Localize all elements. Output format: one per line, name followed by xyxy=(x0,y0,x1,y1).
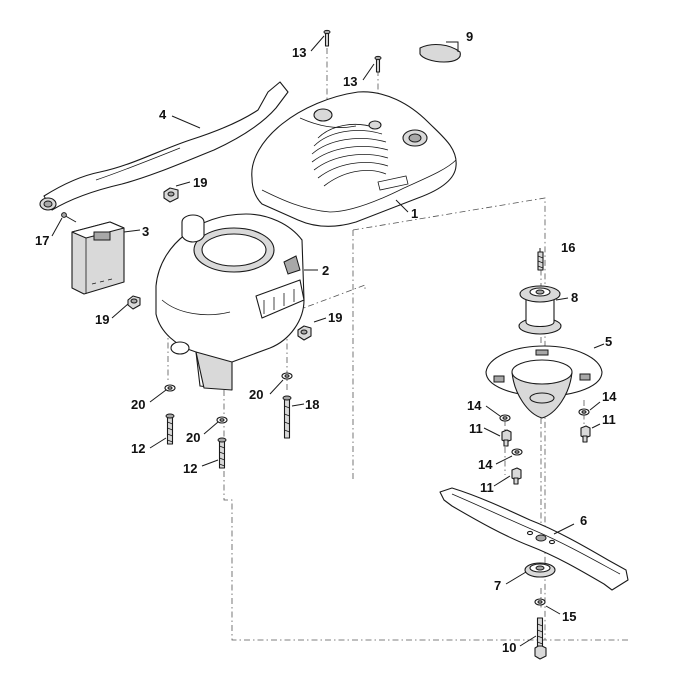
callout-17: 17 xyxy=(35,233,49,248)
callout-6: 6 xyxy=(580,513,587,528)
blade-washer-part-7 xyxy=(524,562,556,578)
callout-14: 14 xyxy=(478,457,493,472)
callout-14: 14 xyxy=(467,398,482,413)
screw-part-11c xyxy=(511,467,522,485)
callout-12: 12 xyxy=(183,461,197,476)
callout-14: 14 xyxy=(602,389,617,404)
callout-19: 19 xyxy=(193,175,207,190)
callout-15: 15 xyxy=(562,609,576,624)
bolt-part-10 xyxy=(534,617,547,660)
callout-11: 11 xyxy=(602,412,616,427)
callout-20: 20 xyxy=(249,387,263,402)
washer-part-14c xyxy=(511,448,523,456)
callout-19: 19 xyxy=(328,310,342,325)
screw-part-11a xyxy=(501,429,512,447)
washer-part-14b xyxy=(578,408,590,416)
callout-13: 13 xyxy=(292,45,306,60)
blade-part-6 xyxy=(439,487,629,591)
washer-part-14a xyxy=(499,414,511,422)
hub-part-8 xyxy=(518,285,562,335)
callout-11: 11 xyxy=(469,421,483,436)
callout-12: 12 xyxy=(131,441,145,456)
engine-block-part-2 xyxy=(155,213,305,391)
callout-5: 5 xyxy=(605,334,612,349)
leader-lines xyxy=(51,35,605,647)
washer-part-20c xyxy=(216,416,228,424)
bolt-part-18 xyxy=(282,395,292,439)
nut-part-19c xyxy=(297,325,312,341)
callout-4: 4 xyxy=(159,107,167,122)
screw-part-17 xyxy=(61,212,77,223)
screw-part-13b xyxy=(374,55,382,73)
bolt-part-12b xyxy=(217,437,227,469)
callout-10: 10 xyxy=(502,640,516,655)
bolt-part-12a xyxy=(165,413,175,445)
flange-part-5 xyxy=(485,345,603,419)
callout-3: 3 xyxy=(142,224,149,239)
callout-11: 11 xyxy=(480,480,494,495)
nut-part-19a xyxy=(163,187,179,203)
callout-20: 20 xyxy=(186,430,200,445)
washer-part-20a xyxy=(164,384,176,392)
callout-20: 20 xyxy=(131,397,145,412)
screw-part-13a xyxy=(323,29,331,47)
callout-16: 16 xyxy=(561,240,575,255)
washer-part-20b xyxy=(281,372,293,380)
callout-labels: 13 9 13 4 1 19 17 3 2 16 8 19 19 5 20 20… xyxy=(35,29,617,655)
cap-part-9 xyxy=(419,43,461,63)
screw-part-11b xyxy=(580,425,591,443)
callout-1: 1 xyxy=(411,206,418,221)
air-filter-part-3 xyxy=(71,221,125,295)
callout-18: 18 xyxy=(305,397,319,412)
callout-7: 7 xyxy=(494,578,501,593)
callout-13: 13 xyxy=(343,74,357,89)
engine-cover-part-1 xyxy=(251,91,457,227)
callout-9: 9 xyxy=(466,29,473,44)
nut-part-19b xyxy=(127,295,141,310)
tube-part-4 xyxy=(39,81,289,211)
lock-washer-part-15 xyxy=(534,598,546,606)
pin-part-16 xyxy=(537,251,544,271)
callout-19: 19 xyxy=(95,312,109,327)
cover-grille xyxy=(311,123,389,187)
callout-2: 2 xyxy=(322,263,329,278)
callout-8: 8 xyxy=(571,290,578,305)
